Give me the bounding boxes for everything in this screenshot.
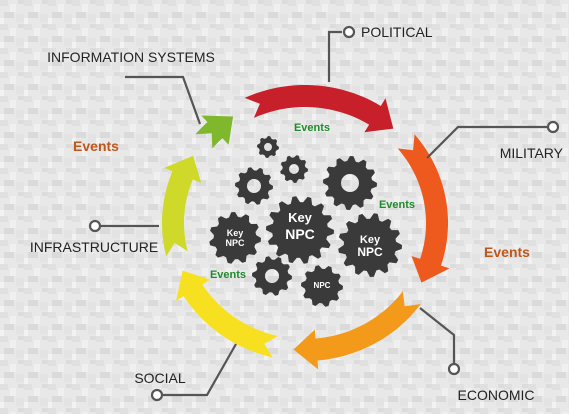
label-information-systems: INFORMATION SYSTEMS bbox=[47, 49, 215, 65]
arrow-social bbox=[176, 270, 278, 358]
cycle-ring bbox=[162, 85, 450, 370]
center-gear-line2: NPC bbox=[285, 226, 315, 242]
right-gear-line2: NPC bbox=[357, 245, 383, 259]
label-military: MILITARY bbox=[500, 145, 564, 161]
leader-military bbox=[426, 125, 548, 159]
gear-key-npc-center bbox=[266, 196, 334, 264]
leader-social bbox=[162, 343, 237, 397]
gear-npc-small bbox=[301, 265, 343, 307]
arrow-information-systems bbox=[195, 115, 234, 149]
leader-information-systems bbox=[125, 75, 202, 125]
leader-economic-dot bbox=[447, 362, 461, 376]
arrow-military bbox=[397, 134, 450, 283]
leader-infrastructure-dot bbox=[88, 219, 102, 233]
gear-small-top bbox=[280, 155, 308, 183]
small-gear-label: NPC bbox=[314, 281, 331, 290]
gear-cluster bbox=[209, 136, 402, 307]
label-economic: ECONOMIC bbox=[458, 387, 535, 403]
label-political: POLITICAL bbox=[361, 24, 433, 40]
center-gear-line1: Key bbox=[288, 210, 313, 225]
leader-lines bbox=[88, 25, 560, 402]
gear-key-npc-left bbox=[209, 212, 261, 264]
leader-political-dot bbox=[342, 25, 356, 39]
events-outer-left: Events bbox=[73, 138, 119, 154]
events-inner-left: Events bbox=[210, 269, 246, 281]
leader-social-dot bbox=[150, 388, 164, 402]
gear-medium-bottom bbox=[252, 256, 292, 296]
events-outer-right: Events bbox=[484, 244, 530, 260]
right-gear-line1: Key bbox=[360, 234, 381, 246]
gear-wheel-top-right bbox=[323, 156, 377, 210]
events-inner-top: Events bbox=[294, 122, 330, 134]
gear-medium-left-top bbox=[235, 167, 273, 205]
leader-political bbox=[327, 30, 342, 82]
leader-economic bbox=[419, 307, 456, 363]
gear-tiny-top bbox=[257, 136, 279, 158]
arrow-infrastructure bbox=[162, 155, 202, 257]
gear-key-npc-right bbox=[338, 213, 402, 277]
events-inner-right: Events bbox=[379, 199, 415, 211]
label-infrastructure: INFRASTRUCTURE bbox=[30, 239, 158, 255]
leader-military-dot bbox=[546, 120, 560, 134]
left-gear-line2: NPC bbox=[225, 238, 245, 248]
arrow-political bbox=[244, 85, 394, 133]
left-gear-line1: Key bbox=[227, 228, 244, 238]
label-social: SOCIAL bbox=[134, 370, 186, 386]
arrow-economic bbox=[293, 291, 421, 370]
